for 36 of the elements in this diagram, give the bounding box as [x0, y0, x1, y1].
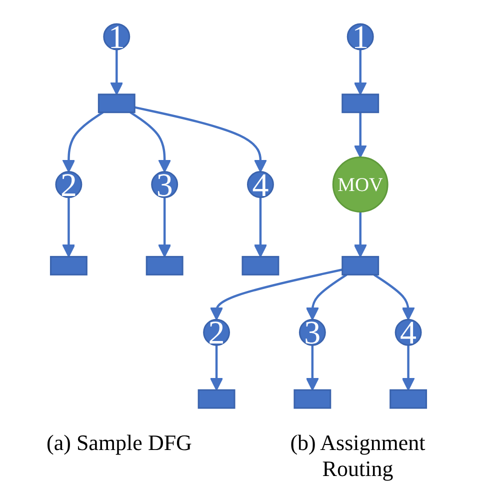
arrow [402, 345, 415, 391]
node-circle: 1 [346, 23, 374, 50]
arrow [130, 111, 172, 172]
node-circle: 2 [203, 318, 230, 346]
arrow [62, 111, 104, 172]
node-circle: MOV [332, 156, 388, 212]
node-box [98, 94, 136, 114]
node-circle: 4 [246, 171, 274, 198]
node-box [242, 256, 280, 276]
arrow [158, 197, 172, 258]
node-box [342, 94, 380, 114]
arrow [210, 345, 224, 391]
arrow [134, 106, 268, 172]
arrow [110, 49, 124, 95]
arrow [354, 49, 367, 95]
arrow [306, 345, 319, 391]
node-circle: 3 [151, 171, 178, 198]
arrow [210, 268, 343, 320]
node-box [294, 389, 332, 409]
arrow [373, 274, 415, 320]
node-circle: 1 [103, 23, 130, 50]
node-box [50, 256, 88, 276]
arrow [254, 197, 268, 258]
node-circle: 4 [394, 318, 422, 346]
arrow [306, 274, 348, 320]
node-box [198, 389, 236, 409]
node-box [146, 256, 184, 276]
caption: (a) Sample DFG [46, 430, 193, 457]
node-box [390, 389, 428, 409]
arrow [354, 112, 367, 158]
node-box [342, 256, 380, 276]
node-circle: 3 [298, 318, 326, 346]
caption: (b) Assignment Routing [289, 430, 426, 482]
arrow [62, 197, 76, 258]
node-circle: 2 [55, 171, 82, 198]
arrow [354, 212, 367, 258]
